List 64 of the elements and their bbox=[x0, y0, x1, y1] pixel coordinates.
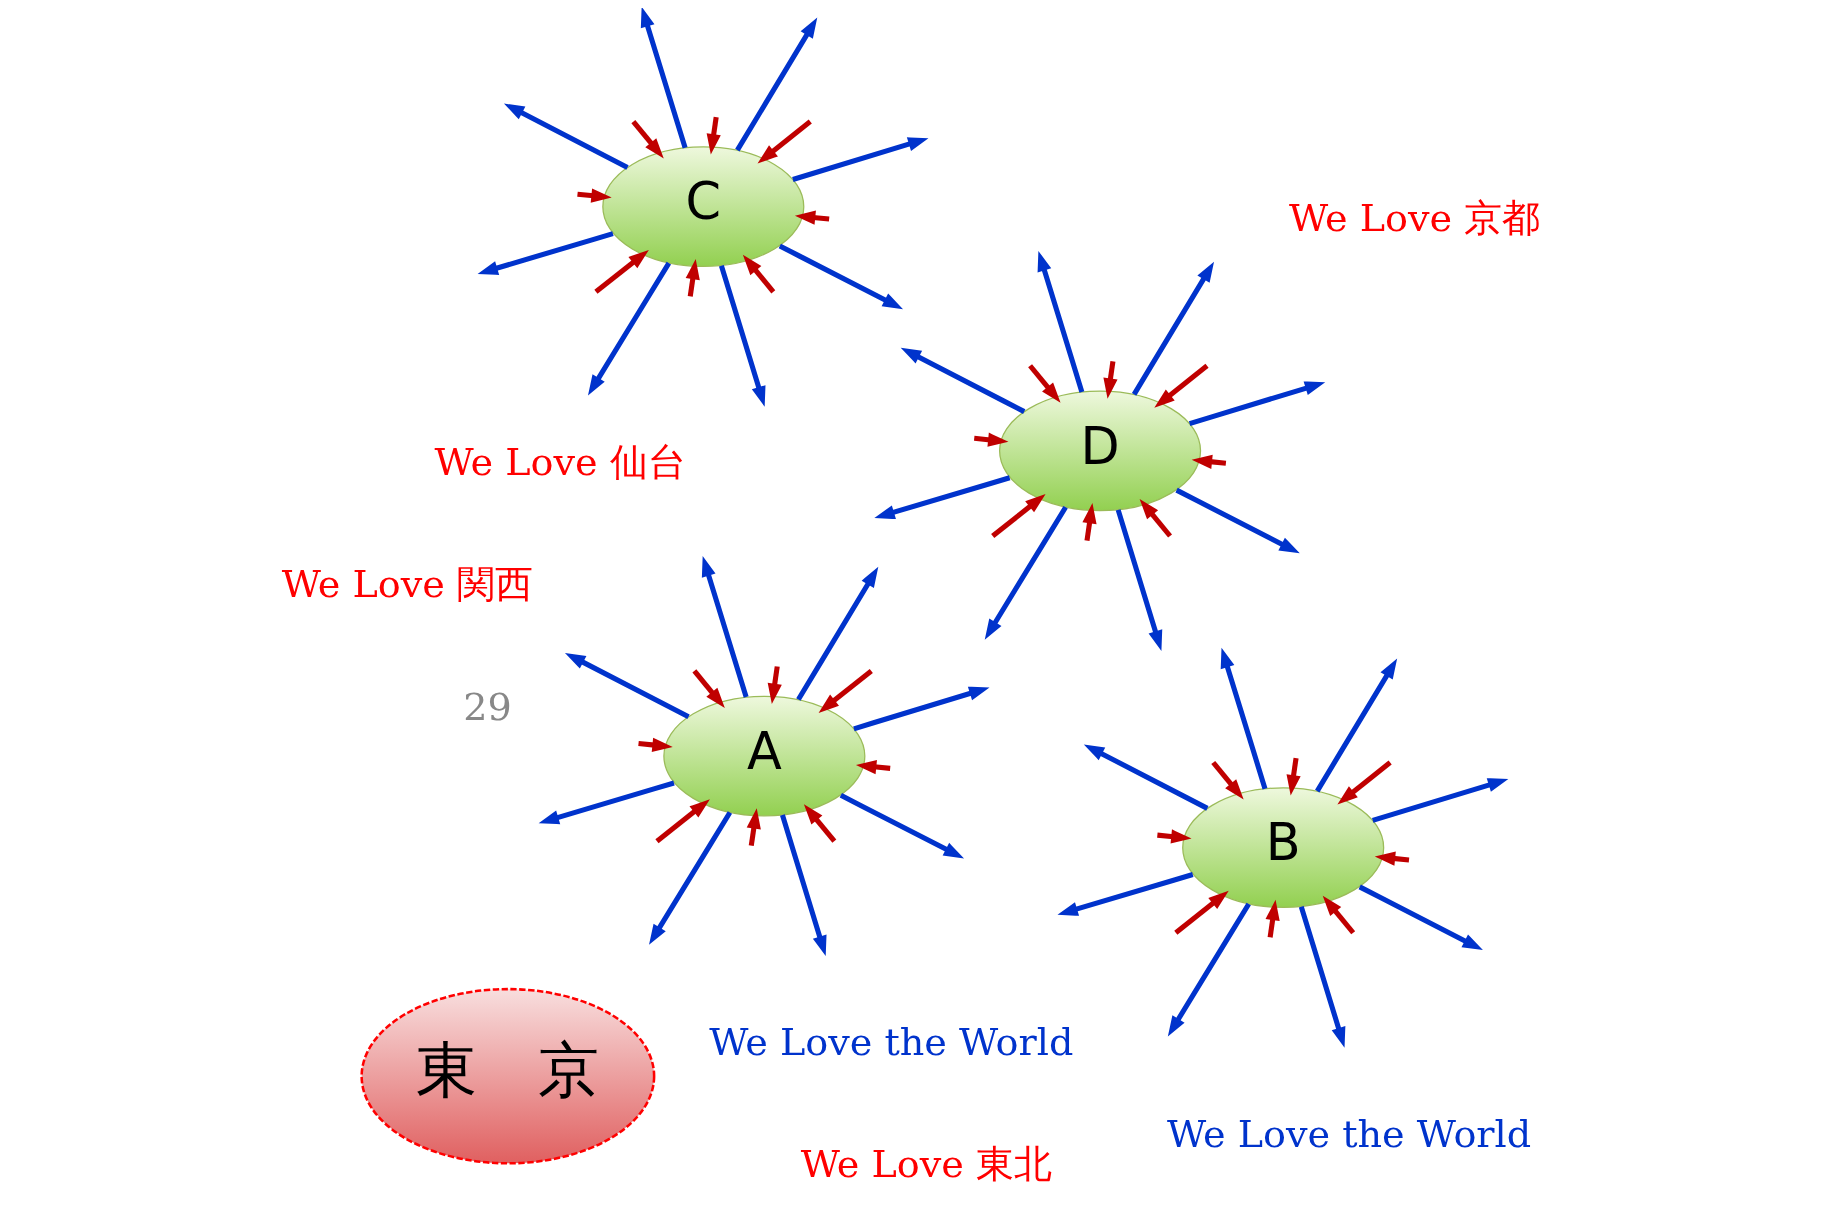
arrow bbox=[735, 17, 818, 152]
arrow bbox=[477, 231, 614, 275]
arrow bbox=[701, 556, 749, 698]
arrow bbox=[1372, 778, 1509, 823]
arrow bbox=[587, 261, 672, 396]
arrow bbox=[1358, 884, 1483, 951]
arrow bbox=[1174, 890, 1229, 935]
arrow bbox=[503, 103, 629, 170]
arrow bbox=[640, 8, 688, 149]
arrow bbox=[1131, 261, 1215, 396]
label: We Love 東北 bbox=[800, 1142, 1052, 1187]
arrow bbox=[1175, 487, 1300, 554]
arrow bbox=[631, 119, 664, 159]
arrow bbox=[1322, 895, 1356, 935]
arrow bbox=[692, 669, 725, 708]
arrow bbox=[991, 494, 1046, 538]
label: We Love the World bbox=[1166, 1111, 1532, 1156]
arrow bbox=[655, 799, 710, 844]
arrow bbox=[1298, 905, 1346, 1048]
arrow bbox=[803, 804, 837, 843]
arrow bbox=[1167, 902, 1251, 1037]
arrow bbox=[685, 258, 700, 297]
arrow bbox=[1211, 760, 1244, 800]
arrow bbox=[1037, 250, 1085, 393]
arrow bbox=[538, 780, 675, 825]
arrow bbox=[1115, 509, 1163, 651]
arrow bbox=[853, 686, 990, 732]
arrow bbox=[649, 811, 733, 945]
arrow bbox=[780, 814, 827, 957]
arrow bbox=[1315, 658, 1398, 793]
arrow bbox=[1028, 364, 1061, 403]
arrow bbox=[1057, 872, 1194, 916]
arrow bbox=[1286, 757, 1301, 796]
arrow bbox=[1154, 363, 1209, 408]
arrow bbox=[564, 652, 690, 720]
arrow bbox=[792, 137, 929, 182]
arrow bbox=[984, 505, 1068, 640]
label: We Love the World bbox=[709, 1020, 1074, 1065]
arrow bbox=[818, 668, 873, 713]
arrow bbox=[839, 793, 965, 859]
arrow bbox=[746, 808, 761, 847]
label: We Love 関西 bbox=[281, 562, 534, 607]
arrow bbox=[1083, 744, 1209, 811]
node-ellipse: 東 京 bbox=[360, 987, 656, 1165]
arrow bbox=[1220, 647, 1268, 790]
arrow bbox=[742, 254, 776, 294]
label: We Love 仙台 bbox=[434, 440, 686, 485]
arrow bbox=[874, 475, 1011, 520]
arrow bbox=[1337, 760, 1392, 805]
label: We Love 京都 bbox=[1288, 196, 1541, 241]
arrow bbox=[767, 666, 782, 704]
arrow bbox=[1103, 360, 1118, 399]
label: 29 bbox=[463, 684, 512, 729]
arrow bbox=[900, 347, 1026, 414]
arrow bbox=[778, 243, 904, 310]
arrow bbox=[718, 264, 766, 407]
arrow bbox=[1265, 899, 1280, 938]
arrow bbox=[1139, 499, 1173, 538]
arrow bbox=[757, 119, 812, 164]
arrow bbox=[1188, 381, 1326, 427]
arrow bbox=[706, 116, 721, 155]
arrow bbox=[594, 249, 649, 294]
arrow bbox=[796, 566, 879, 701]
arrow bbox=[1082, 503, 1097, 541]
